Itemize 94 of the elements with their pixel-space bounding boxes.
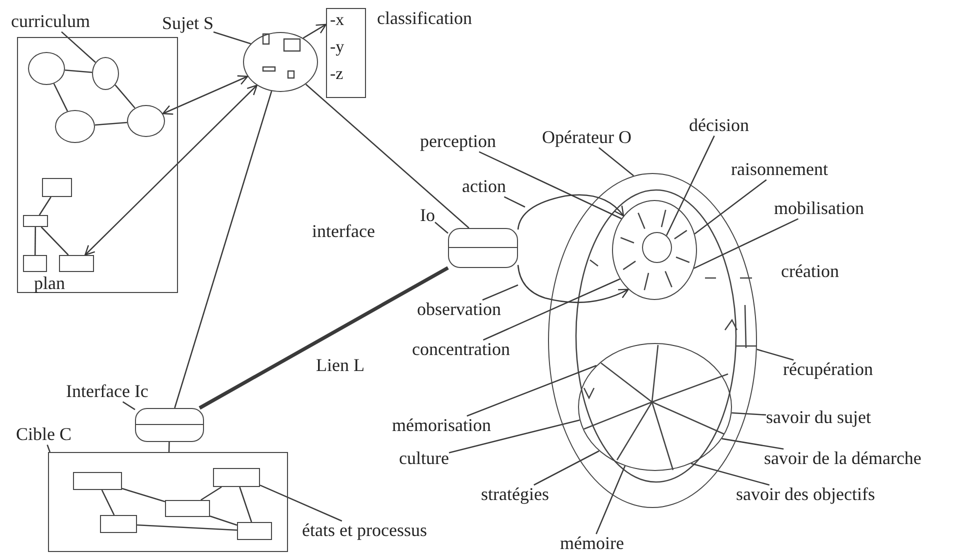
connector-line <box>136 524 238 531</box>
node-label: décision <box>689 116 749 136</box>
connector-line <box>210 515 238 526</box>
node-label: Cible C <box>16 425 72 445</box>
rectangle-node <box>237 522 272 540</box>
rectangle-node <box>42 178 72 197</box>
connector-line <box>174 90 272 408</box>
subject-ellipse <box>243 32 318 92</box>
connector-line <box>64 69 92 74</box>
interface-box <box>135 408 204 442</box>
leader-line <box>534 450 600 486</box>
connector-line <box>200 486 222 501</box>
leader-line <box>61 31 96 63</box>
center-circle <box>642 232 672 263</box>
arrow <box>162 75 248 115</box>
node-label: raisonnement <box>731 160 828 180</box>
node-label: culture <box>399 449 449 469</box>
leader-line <box>504 196 526 208</box>
node-label: concentration <box>412 340 510 360</box>
leader-line <box>694 179 767 234</box>
target-frame <box>48 452 288 552</box>
leader-line <box>482 278 620 341</box>
rectangle-node <box>213 468 260 487</box>
rectangle-node <box>23 255 47 272</box>
leader-line <box>694 218 798 269</box>
connector-line <box>40 226 69 256</box>
connector-line <box>94 122 128 126</box>
leader-line <box>260 484 342 522</box>
leader-line <box>482 284 518 301</box>
connector-line <box>168 442 170 452</box>
node-label: savoir de la démarche <box>764 449 922 469</box>
box-caption: classification <box>377 9 472 29</box>
arrow <box>517 194 624 230</box>
panel-frame <box>17 37 178 293</box>
connector-line <box>114 84 136 108</box>
leader-line <box>732 412 766 416</box>
node-label: mémoire <box>560 534 624 554</box>
leader-line <box>596 466 626 534</box>
node-label: Opérateur O <box>542 128 632 148</box>
leader-line <box>722 438 784 450</box>
leader-line <box>122 401 136 410</box>
node-label: action <box>462 177 506 197</box>
node-label: curriculum <box>11 12 90 32</box>
ellipse-node <box>127 105 165 137</box>
node-label: Sujet S <box>162 14 214 34</box>
rectangle-node <box>59 255 94 272</box>
ellipse-node <box>92 57 119 90</box>
node-label: mobilisation <box>774 199 864 219</box>
connector-line <box>122 488 166 502</box>
list-item: -z <box>330 65 344 84</box>
text-label: plan <box>34 274 65 294</box>
node-label: Interface Ic <box>66 382 148 402</box>
connector-line <box>34 227 36 255</box>
list-item: -x <box>330 11 344 30</box>
arrow <box>517 264 629 304</box>
node-label: observation <box>417 300 501 320</box>
leader-line <box>448 419 580 454</box>
leader-line <box>434 222 448 234</box>
node-label: récupération <box>783 360 873 380</box>
leader-line <box>213 31 251 44</box>
connector-line <box>101 490 115 516</box>
node-label: savoir du sujet <box>766 408 871 428</box>
text-label: création <box>781 262 839 282</box>
node-label: stratégies <box>481 485 549 505</box>
leader-line <box>478 151 622 220</box>
leader-line <box>756 348 794 361</box>
connector-line <box>305 84 470 228</box>
node-label: Io <box>420 206 435 226</box>
node-label: savoir des objectifs <box>736 485 875 505</box>
leader-line <box>666 136 715 236</box>
connector-line <box>53 83 68 112</box>
connector-line <box>198 266 449 410</box>
arrow <box>84 84 258 256</box>
leader-line <box>690 462 770 486</box>
memory-circle <box>578 343 732 471</box>
ellipse-node <box>55 110 95 143</box>
inner-circle <box>612 200 697 300</box>
rectangle-node <box>73 472 122 490</box>
leader-line <box>466 364 597 417</box>
list-item: -y <box>330 38 344 57</box>
rectangle-node <box>23 215 48 227</box>
rectangle-node <box>100 515 137 533</box>
connector-line <box>239 486 252 522</box>
leader-line <box>46 444 51 452</box>
node-label: états et processus <box>302 521 427 541</box>
interface-box <box>448 228 518 268</box>
node-label: perception <box>420 132 496 152</box>
connector-line <box>38 196 52 216</box>
text-label: interface <box>312 222 375 242</box>
node-label: mémorisation <box>392 416 491 436</box>
rectangle-node <box>165 500 210 517</box>
leader-line <box>598 147 634 176</box>
ellipse-node <box>28 52 65 85</box>
arrow <box>302 24 327 39</box>
